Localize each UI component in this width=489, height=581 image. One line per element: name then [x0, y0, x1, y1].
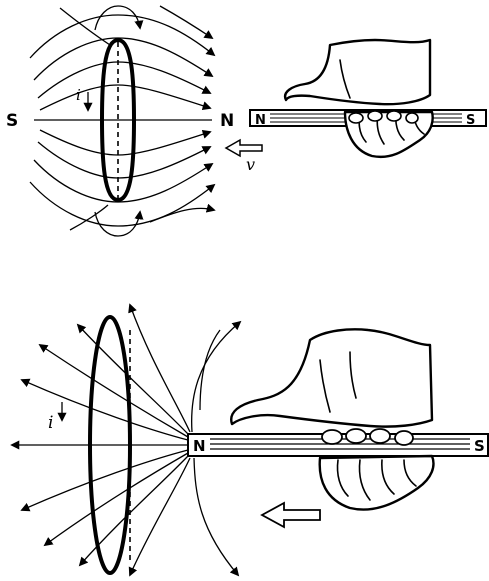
top-field-line: [40, 130, 210, 155]
top-velocity-arrow: [226, 140, 262, 156]
top-current-label: i: [76, 86, 81, 104]
bottom-magnet-near-pole: N: [193, 437, 206, 455]
top-velocity-label: v: [246, 155, 255, 174]
bottom-field-line: [80, 456, 188, 565]
top-right-pole-label: N: [220, 111, 234, 131]
bottom-motion-arrow-shape: [262, 503, 320, 527]
top-hand-knuckle: [406, 113, 418, 123]
top-velocity-arrow-shape: [226, 140, 262, 156]
top-figure: i S N v N S: [6, 6, 486, 236]
top-hand-back: [285, 40, 430, 104]
bottom-current-label: i: [48, 413, 53, 433]
top-magnet-far-pole: S: [466, 113, 475, 128]
bottom-field-line: [130, 458, 190, 575]
bottom-field-line: [40, 345, 188, 437]
bottom-hand: [231, 329, 433, 509]
bottom-field-line: [194, 458, 238, 575]
bottom-magnet-far-pole: S: [474, 437, 485, 455]
bottom-hand-knuckle: [346, 429, 366, 443]
bottom-field-line: [130, 305, 190, 432]
bottom-figure: i N S: [12, 305, 488, 575]
top-hand: [285, 40, 433, 157]
top-field-line: [95, 6, 140, 30]
bottom-motion-arrow: [262, 503, 320, 527]
top-field-line: [38, 142, 210, 178]
top-magnet-near-pole: N: [255, 113, 266, 128]
bottom-field-line: [45, 453, 188, 545]
bottom-field-line: [200, 330, 220, 410]
bottom-hand-fingers: [320, 456, 434, 510]
top-hand-knuckle: [387, 111, 401, 121]
top-field-line: [150, 208, 214, 222]
top-field-line: [38, 62, 210, 98]
bottom-hand-knuckle: [370, 429, 390, 443]
top-field-line: [160, 6, 212, 38]
bottom-hand-knuckle: [395, 431, 413, 445]
top-left-pole-label: S: [6, 111, 18, 131]
bottom-hand-knuckle: [322, 430, 342, 444]
top-field-line: [40, 85, 210, 110]
bottom-hand-back: [231, 329, 432, 426]
top-field-line: [70, 205, 108, 230]
top-field-line: [30, 182, 214, 226]
top-hand-knuckle: [349, 113, 363, 123]
top-hand-knuckle: [368, 111, 382, 121]
